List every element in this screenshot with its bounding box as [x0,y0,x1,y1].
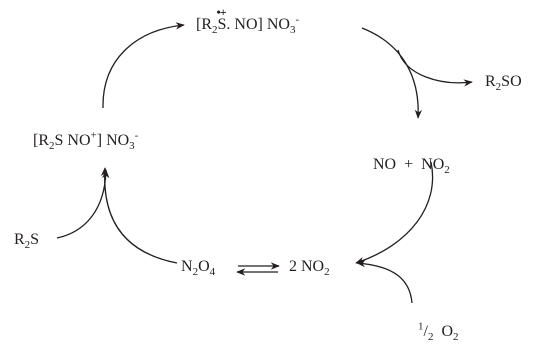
no2-sub: 2 [324,266,330,279]
arrow-branch-to-r2so [397,49,473,87]
left-sub1: 2 [49,140,55,153]
n2o4-sub1: 2 [192,266,199,279]
arrow-substrate-to-left [56,169,110,239]
n2o4-a: N [181,258,193,275]
left-open: [R [33,132,49,149]
half-oxygen: 1/2 O2 [402,308,459,356]
dinitrogen-tetroxide: N2O4 [181,258,216,279]
left-sub2: 3 [129,140,135,153]
mixture-text: NO + NO [373,156,445,173]
top-sub1: 2 [212,24,218,37]
radical-sulfur: S•+ [217,6,227,33]
no-no2-mixture: NO + NO2 [357,141,450,189]
top-sup: - [295,13,300,26]
top-sub2: 3 [289,24,296,37]
half-num: 1 [418,320,424,333]
left-close: ] NO [96,132,130,149]
r2s-a: R [14,231,25,248]
arrow-left-to-top [102,22,185,109]
no2-a: 2 NO [289,258,325,275]
arrow-oxygen-to-monomer [356,260,413,304]
r2so-sub: 2 [495,81,502,94]
r2so-a: R [485,73,496,90]
cycle-arrows [56,22,473,304]
nitrogen-dioxide: 2 NO2 [289,258,330,279]
mixture-sub: 2 [444,164,450,177]
r2s-sub: 2 [24,239,31,252]
radical-cation-complex: [R2S•+. NO] NO3- [196,6,300,37]
left-sup1: + [90,129,97,142]
n2o4-b: O [198,258,210,275]
arrow-right-to-monomer [355,161,434,264]
top-rest: . NO] NO [226,16,290,33]
r2s-b: S [30,231,40,248]
arrow-dimer-to-left [100,167,178,264]
radical-cation-mark: •+ [216,5,227,19]
arrow-top-to-right [361,27,423,119]
top-open: [R [196,16,212,33]
left-sup2: - [134,129,139,142]
sulfide-substrate: R2S [14,231,40,252]
half-slash: / [423,323,428,340]
left-rest: S NO [54,132,91,149]
reaction-cycle-diagram: [R2S•+. NO] NO3- R2SO [R2S NO+] NO3- NO … [14,6,522,343]
r2so-b: SO [501,73,522,90]
n2o4-sub2: 4 [209,266,216,279]
nitrosonium-complex: [R2S NO+] NO3- [33,129,139,153]
sulfoxide-product: R2SO [485,73,522,94]
oxygen-o: O [433,323,454,340]
top-sulfur: S [217,16,227,33]
